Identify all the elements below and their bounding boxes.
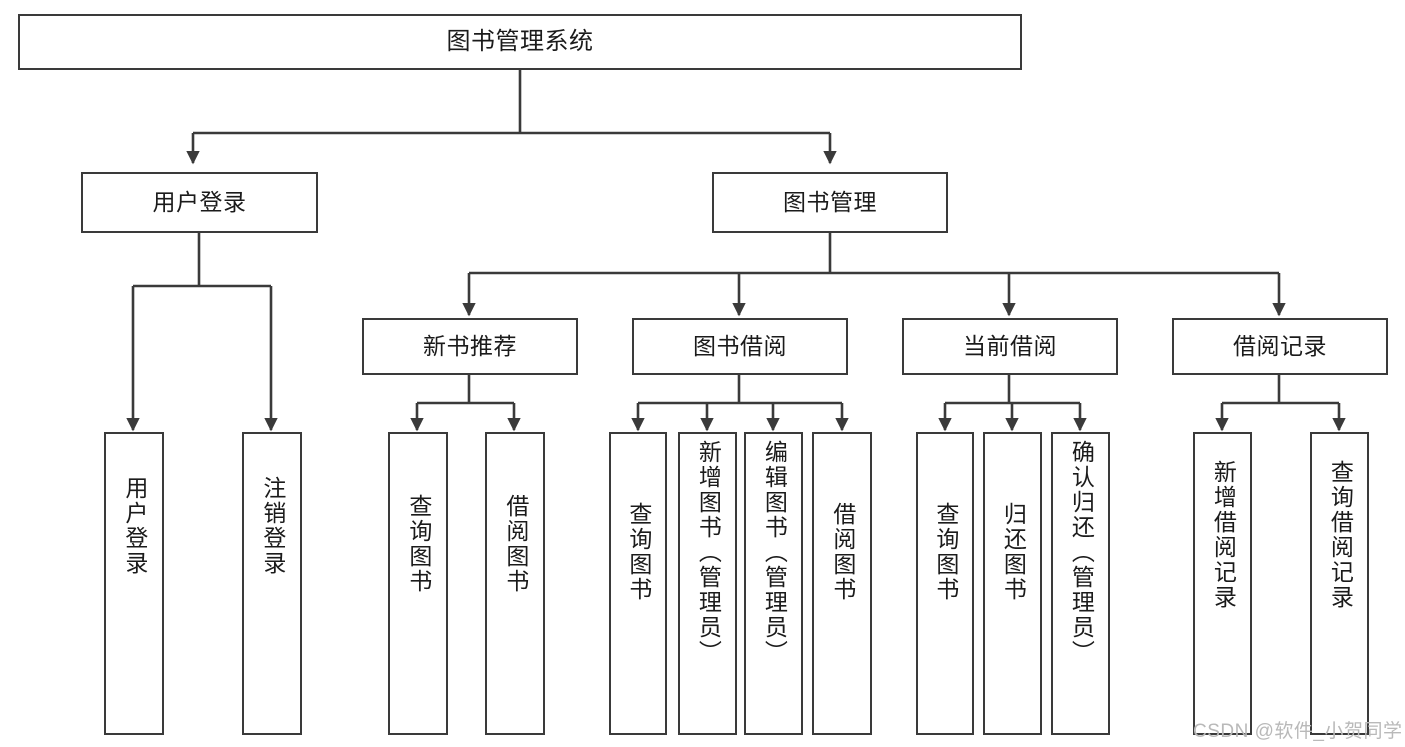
node-label: 借阅记录 [1233, 332, 1327, 359]
node-label: 新增借阅记录 [1210, 460, 1237, 610]
node-root-book-management-system[interactable]: 图书管理系统 [18, 14, 1022, 70]
node-label: 当前借阅 [963, 332, 1057, 359]
leaf-book-borrow-add-book-admin[interactable]: 新增图书（管理员） [678, 432, 737, 735]
node-label: 借阅图书 [502, 494, 529, 594]
node-label: 借阅图书 [829, 502, 856, 602]
node-new-book-recommendation[interactable]: 新书推荐 [362, 318, 578, 375]
node-label: 查询图书 [625, 502, 652, 602]
node-label: 查询图书 [932, 502, 959, 602]
node-label: 用户登录 [152, 188, 247, 215]
csdn-watermark: CSDN @软件_小贺同学 [1193, 721, 1403, 742]
node-label: 归还图书 [1000, 502, 1027, 602]
node-book-borrowing[interactable]: 图书借阅 [632, 318, 848, 375]
node-user-login[interactable]: 用户登录 [81, 172, 318, 233]
leaf-current-borrow-confirm-return-admin[interactable]: 确认归还（管理员） [1051, 432, 1110, 735]
node-current-borrowing[interactable]: 当前借阅 [902, 318, 1118, 375]
leaf-current-borrow-return-books[interactable]: 归还图书 [983, 432, 1042, 735]
leaf-borrow-record-query-record[interactable]: 查询借阅记录 [1310, 432, 1369, 735]
node-label: 图书管理 [783, 188, 877, 215]
node-label: 确认归还（管理员） [1068, 440, 1095, 665]
node-label: 图书管理系统 [446, 27, 594, 55]
node-label: 编辑图书（管理员） [761, 440, 788, 665]
node-borrowing-record[interactable]: 借阅记录 [1172, 318, 1388, 375]
node-label: 查询图书 [405, 494, 432, 594]
leaf-new-book-borrow-books[interactable]: 借阅图书 [485, 432, 545, 735]
node-book-management[interactable]: 图书管理 [712, 172, 948, 233]
node-label: 注销登录 [259, 476, 286, 576]
leaf-user-login-logout[interactable]: 注销登录 [242, 432, 302, 735]
leaf-user-login-login[interactable]: 用户登录 [104, 432, 164, 735]
leaf-current-borrow-query-books[interactable]: 查询图书 [916, 432, 974, 735]
node-label: 图书借阅 [693, 332, 787, 359]
node-label: 查询借阅记录 [1327, 460, 1354, 610]
leaf-book-borrow-edit-book-admin[interactable]: 编辑图书（管理员） [744, 432, 803, 735]
node-label: 新增图书（管理员） [695, 440, 722, 665]
leaf-new-book-query-books[interactable]: 查询图书 [388, 432, 448, 735]
leaf-book-borrow-borrow-books[interactable]: 借阅图书 [812, 432, 872, 735]
leaf-book-borrow-query-books[interactable]: 查询图书 [609, 432, 667, 735]
node-label: 用户登录 [121, 476, 148, 576]
node-label: 新书推荐 [423, 332, 517, 359]
leaf-borrow-record-add-record[interactable]: 新增借阅记录 [1193, 432, 1252, 735]
